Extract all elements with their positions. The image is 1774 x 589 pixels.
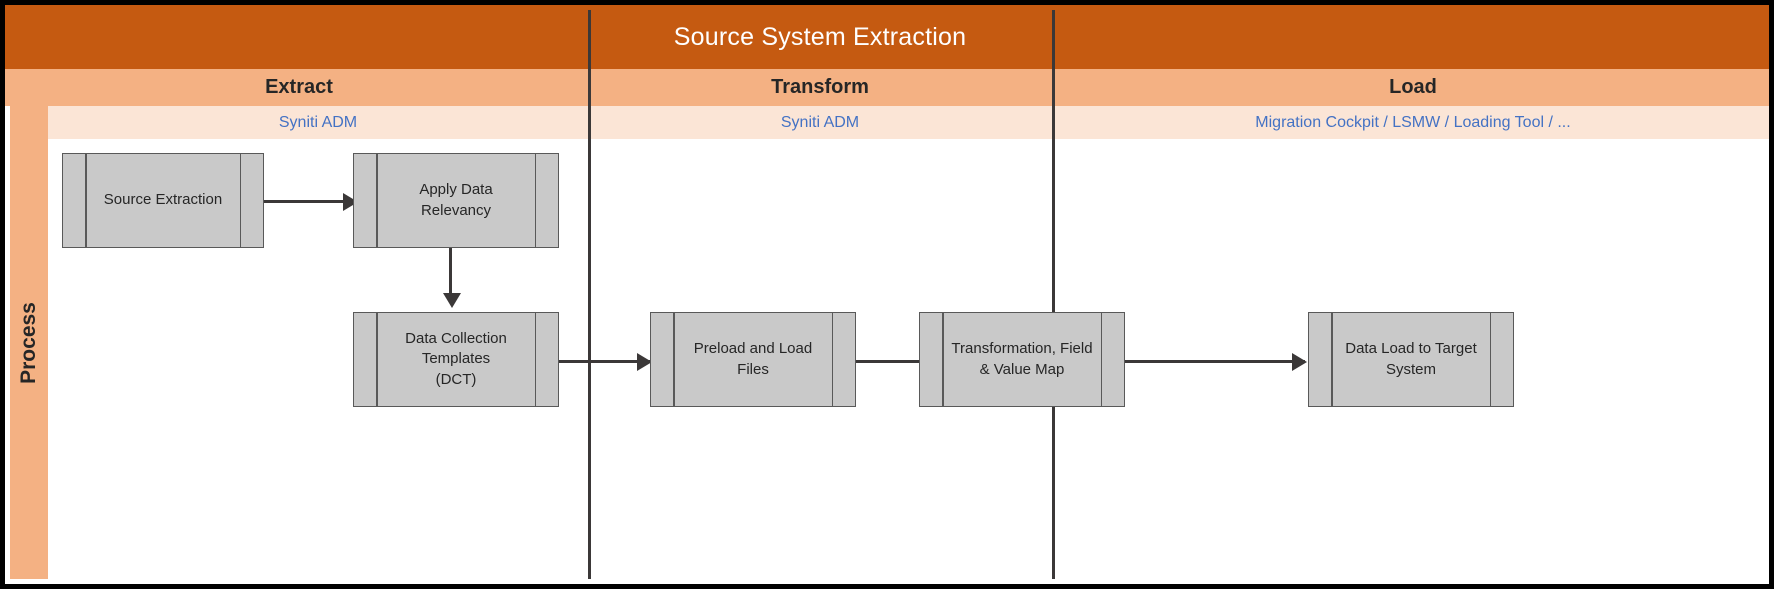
process-node-transformation-field-value-map[interactable]: Transformation, Field& Value Map: [919, 312, 1125, 407]
connector-arrow-5: [1292, 353, 1307, 371]
connector-line-1: [263, 200, 348, 203]
diagram-title: Source System Extraction: [673, 22, 967, 51]
column-divider-extract-transform: [588, 10, 591, 579]
connector-line-2: [449, 246, 452, 301]
process-node-source-extraction[interactable]: Source Extraction: [62, 153, 264, 248]
title-band: [5, 5, 1769, 69]
connector-arrow-2: [443, 293, 461, 308]
connector-arrow-3: [637, 353, 652, 371]
process-node-label: Transformation, Field& Value Map: [951, 340, 1093, 378]
swimlane-label-text: Process: [17, 301, 41, 384]
swimlane-label-process: Process: [10, 106, 48, 579]
column-divider-transform-load: [1052, 10, 1055, 579]
phase-header-extract: Extract: [265, 76, 333, 98]
tool-label-transform: Syniti ADM: [780, 113, 860, 131]
phase-header-transform: Transform: [771, 76, 869, 98]
connector-line-5: [1125, 360, 1305, 363]
connector-line-3: [550, 360, 650, 363]
process-node-label: Source Extraction: [103, 191, 223, 209]
tool-band: [48, 106, 1769, 139]
phase-header-load: Load: [1389, 76, 1437, 98]
tool-label-load: Migration Cockpit / LSMW / Loading Tool …: [1255, 113, 1571, 131]
tool-label-extract: Syniti ADM: [278, 113, 358, 131]
connector-line-4: [855, 360, 937, 363]
phase-band: [5, 69, 1769, 106]
